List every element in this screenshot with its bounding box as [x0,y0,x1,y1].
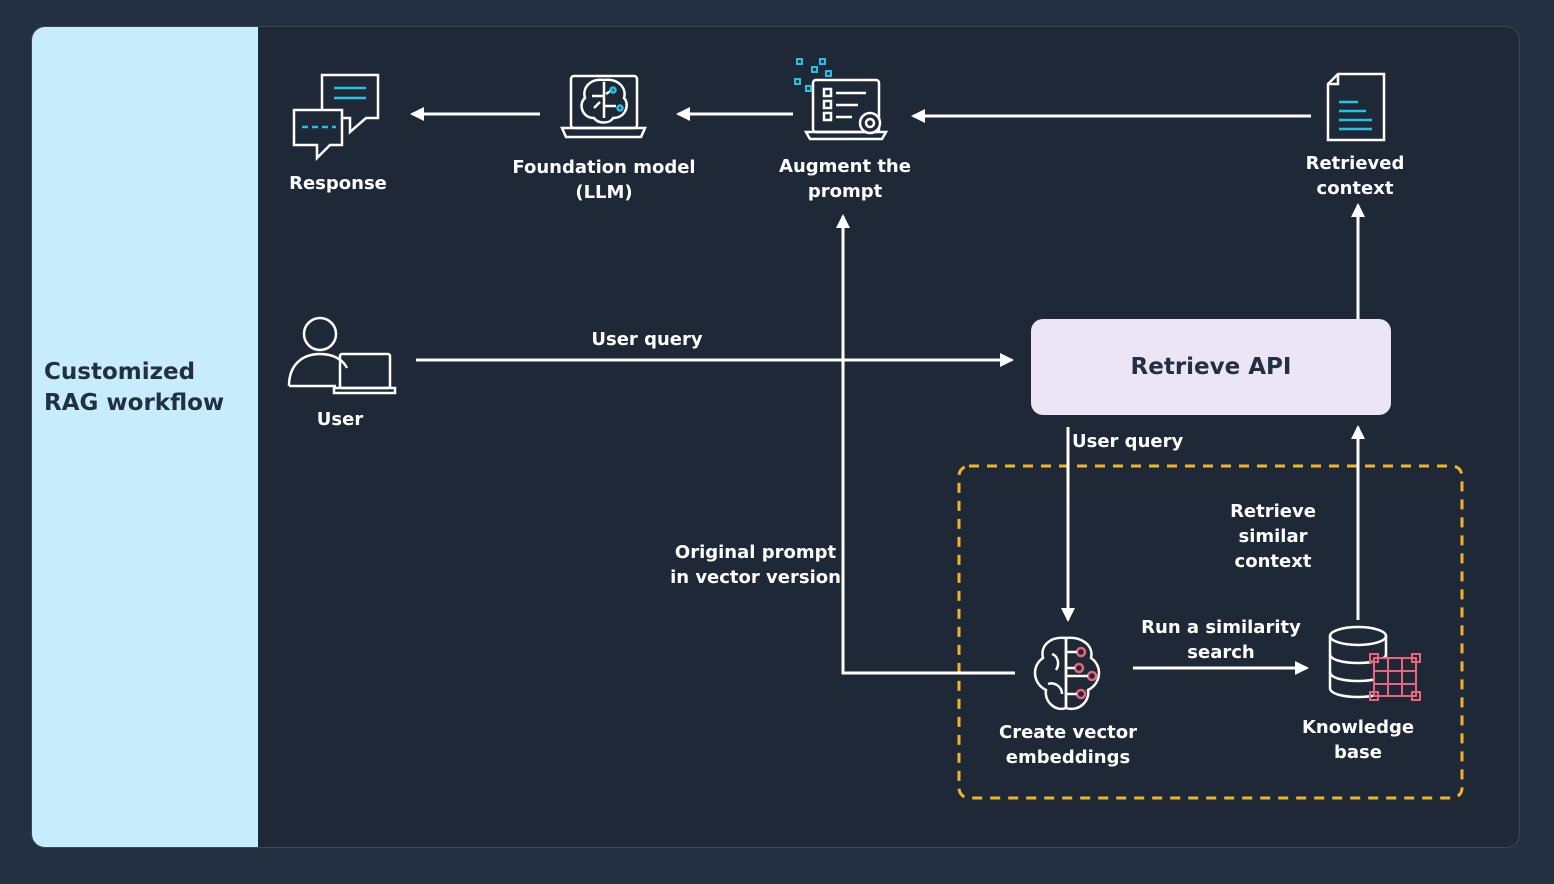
document-icon [1326,72,1386,142]
chat-bubbles-icon [292,73,380,162]
retrieve-api-box: Retrieve API [1031,319,1391,415]
user-laptop-icon [287,316,397,395]
user-label: User [316,409,364,430]
foundation-model-label: Foundation model (LLM) [512,157,696,203]
edge-embeddings-to-augment [836,214,1015,675]
augment-prompt-label: Augment the prompt [779,156,911,202]
vector-region-border [957,464,1464,800]
create-embeddings-label: Create vector embeddings [999,722,1137,768]
sidebar: Customized RAG workflow [32,27,258,847]
database-grid-icon [1328,625,1421,701]
user-query-label-top: User query [591,329,703,350]
workflow-card: Customized RAG workflow [31,26,1520,848]
brain-laptop-icon [560,74,647,139]
retrieve-similar-label: Retrieve similar context [1230,501,1316,572]
user-query-label-down: User query [1072,431,1184,452]
response-label: Response [289,173,387,194]
similarity-search-label: Run a similarity search [1141,617,1301,663]
original-prompt-label: Original prompt in vector version [670,542,841,588]
retrieved-context-label: Retrieved context [1305,153,1405,199]
knowledge-base-label: Knowledge base [1301,717,1415,763]
brain-circuit-icon [1033,636,1101,711]
document-gear-icon [794,58,889,141]
sidebar-title: Customized RAG workflow [44,359,225,416]
